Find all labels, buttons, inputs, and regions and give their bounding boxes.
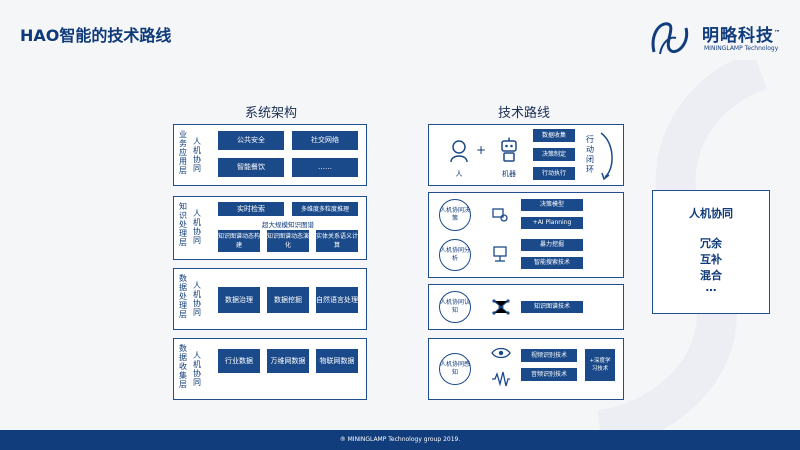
side-line-ellipsis: … [705,281,717,294]
box-web-data: 万维网数据 [267,349,309,373]
box-semantic-computing: 实体关系语义计算 [316,230,358,252]
circle-hm-perception: 人机协同感知 [439,353,471,385]
circle-hm-cognition: 人机协同认知 [439,291,471,323]
layer-knowledge-processing: 知识处理层 人机协同 实时检索 多维度多粒度推理 超大规模知识图谱 知识图谱动态… [173,196,367,260]
step-data-collection: 数据收集 [533,129,575,142]
side-line-complement: 互补 [700,253,722,266]
action-loop-label: 行动闭环 [586,135,594,174]
side-title: 人机协同 [689,207,733,220]
footer-bar [0,430,800,450]
item-knowledge-graph: 知识图谱技术 [521,301,583,313]
hm-label: 人机协同 [193,351,201,387]
layer-label: 业务应用层 [179,130,187,175]
box-social-network: 社交网络 [292,131,358,150]
hm-label: 人机协同 [193,137,201,173]
person-icon [450,140,468,163]
panel-hm-collaboration: 人机协同 冗余 互补 混合 … [652,190,770,314]
item-video-recognition: 视频识别技术 [521,349,577,362]
layer-label: 数据收集层 [179,344,187,389]
item-audio-recognition: 音频识别技术 [521,368,577,381]
box-smart-dining: 智能餐饮 [218,158,284,177]
panel-cognize: 人机协同认知 知识图谱技术 [428,284,624,330]
plus-sign: + [475,143,487,157]
layer-data-collection: 数据收集层 人机协同 行业数据 万维网数据 物联网数据 [173,338,367,400]
item-deep-learning: +深度学习技术 [585,349,615,381]
eye-icon [491,347,511,359]
loop-arrow-icon [600,132,613,181]
footer-copyright: ® MININGLAMP Technology group 2019. [339,436,461,443]
audio-icon [492,371,510,387]
item-smart-search: 智能搜索技术 [521,257,583,269]
box-data-governance: 数据治理 [218,287,260,313]
analysis-icon [493,246,507,262]
layer-business-application: 业务应用层 人机协同 公共安全 社交网络 智能餐饮 …… [173,124,367,186]
box-realtime-search: 实时检索 [218,202,284,216]
panel-perceive: 人机协同感知 视频识别技术 音频识别技术 +深度学习技术 [428,338,624,400]
box-nlp: 自然语言处理 [316,287,358,313]
layer-label: 数据处理层 [179,274,187,319]
box-data-mining: 数据挖掘 [267,287,309,313]
side-line-redundancy: 冗余 [700,237,722,250]
system-architecture-heading: 系统架构 [245,106,298,121]
item-brute-mining: 暴力挖掘 [521,239,583,251]
machine-label: 机器 [502,170,516,178]
page-title: HAO智能的技术路线 [20,26,172,45]
item-ai-planning: +AI Planning [521,217,583,229]
knowledge-graph-caption: 超大规模知识图谱 [262,221,314,229]
human-label: 人 [455,170,463,178]
step-action-execution: 行动执行 [533,167,575,180]
brand-subtitle: MININGLAMP Technology [704,45,779,52]
hm-label: 人机协同 [193,209,201,245]
panel-decide-analyze: 人机协同决策 决策模型 +AI Planning 人机协同分析 暴力挖掘 智能搜… [428,192,624,278]
layer-label: 知识处理层 [179,202,187,247]
circle-hm-decision: 人机协同决策 [439,199,471,231]
item-decision-model: 决策模型 [521,199,583,211]
side-line-hybrid: 混合 [700,269,722,282]
box-public-security: 公共安全 [218,131,284,150]
box-industry-data: 行业数据 [218,349,260,373]
box-kg-construction: 知识图谱动态构建 [218,230,260,252]
hm-label: 人机协同 [193,281,201,317]
brand-name: 明略科技™ [702,26,781,46]
box-more: …… [292,158,358,177]
box-multidim-reasoning: 多维度多粒度推理 [292,202,358,216]
robot-icon [501,137,517,162]
step-decision-making: 决策制定 [533,148,575,161]
panel-human-machine-loop: 人 + 机器 数据收集 决策制定 行动执行 行动闭环 [428,124,624,186]
network-icon [492,299,510,315]
circle-hm-analysis: 人机协同分析 [439,239,471,271]
layer-data-processing: 数据处理层 人机协同 数据治理 数据挖掘 自然语言处理 [173,268,367,330]
decision-icon [492,208,508,222]
box-iot-data: 物联网数据 [316,349,358,373]
tech-route-heading: 技术路线 [498,106,551,121]
box-kg-evolution: 知识图谱动态演化 [267,230,309,252]
brand-logo-icon [651,22,689,55]
